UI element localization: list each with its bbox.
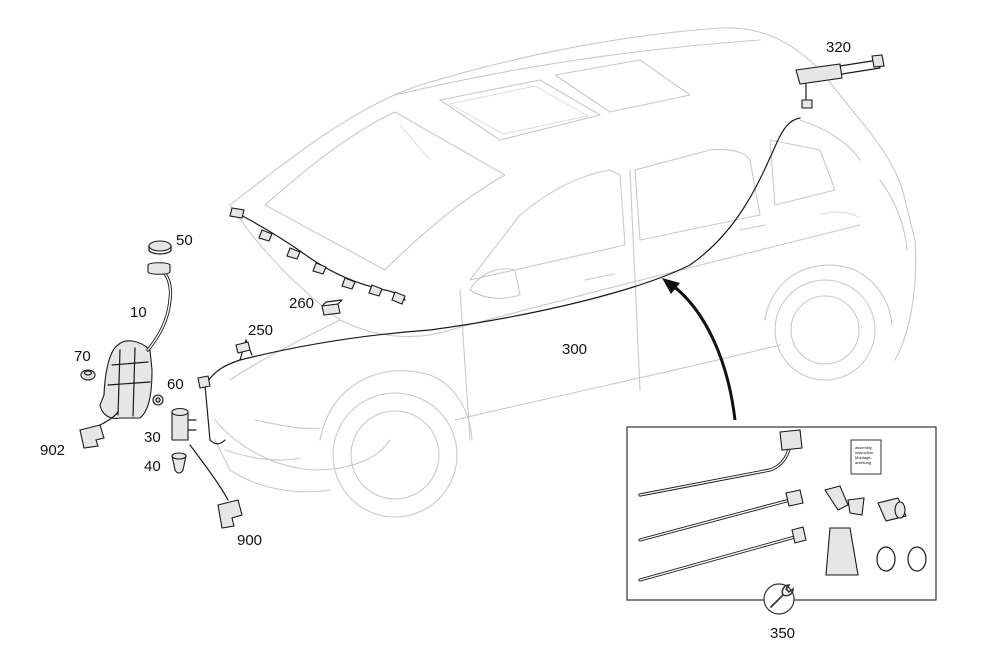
label-300: 300	[562, 341, 588, 358]
pump-seal	[171, 452, 187, 474]
reservoir-assembly	[99, 262, 173, 419]
washer-pump	[171, 407, 197, 441]
label-10: 10	[130, 304, 147, 321]
label-902: 902	[40, 442, 66, 459]
label-60: 60	[167, 376, 184, 393]
filler-cap	[148, 240, 172, 255]
kit-card-line3: Montage-	[855, 455, 872, 460]
car-outline	[214, 27, 917, 518]
label-30: 30	[144, 429, 161, 446]
hose-connector-260	[321, 299, 343, 316]
label-350: 350	[770, 625, 796, 642]
connector-902	[79, 411, 119, 449]
label-70: 70	[74, 348, 91, 365]
connector-900	[189, 444, 243, 529]
grommet-60	[152, 394, 164, 406]
grommet-70	[80, 369, 96, 381]
repair-kit-box	[626, 426, 937, 615]
detail-arrow	[662, 278, 737, 421]
label-40: 40	[144, 458, 161, 475]
rear-nozzle	[795, 54, 885, 109]
label-320: 320	[826, 39, 852, 56]
kit-card-line4: anleitung	[855, 460, 872, 465]
label-50: 50	[176, 232, 193, 249]
label-250: 250	[248, 322, 274, 339]
label-900: 900	[237, 532, 263, 549]
kit-card-line2: instruction	[855, 450, 874, 455]
cowl-hose-with-clips	[229, 207, 406, 305]
washer-hose-lines	[197, 117, 801, 445]
label-260: 260	[289, 295, 315, 312]
kit-card-line1: assembly	[855, 445, 872, 450]
